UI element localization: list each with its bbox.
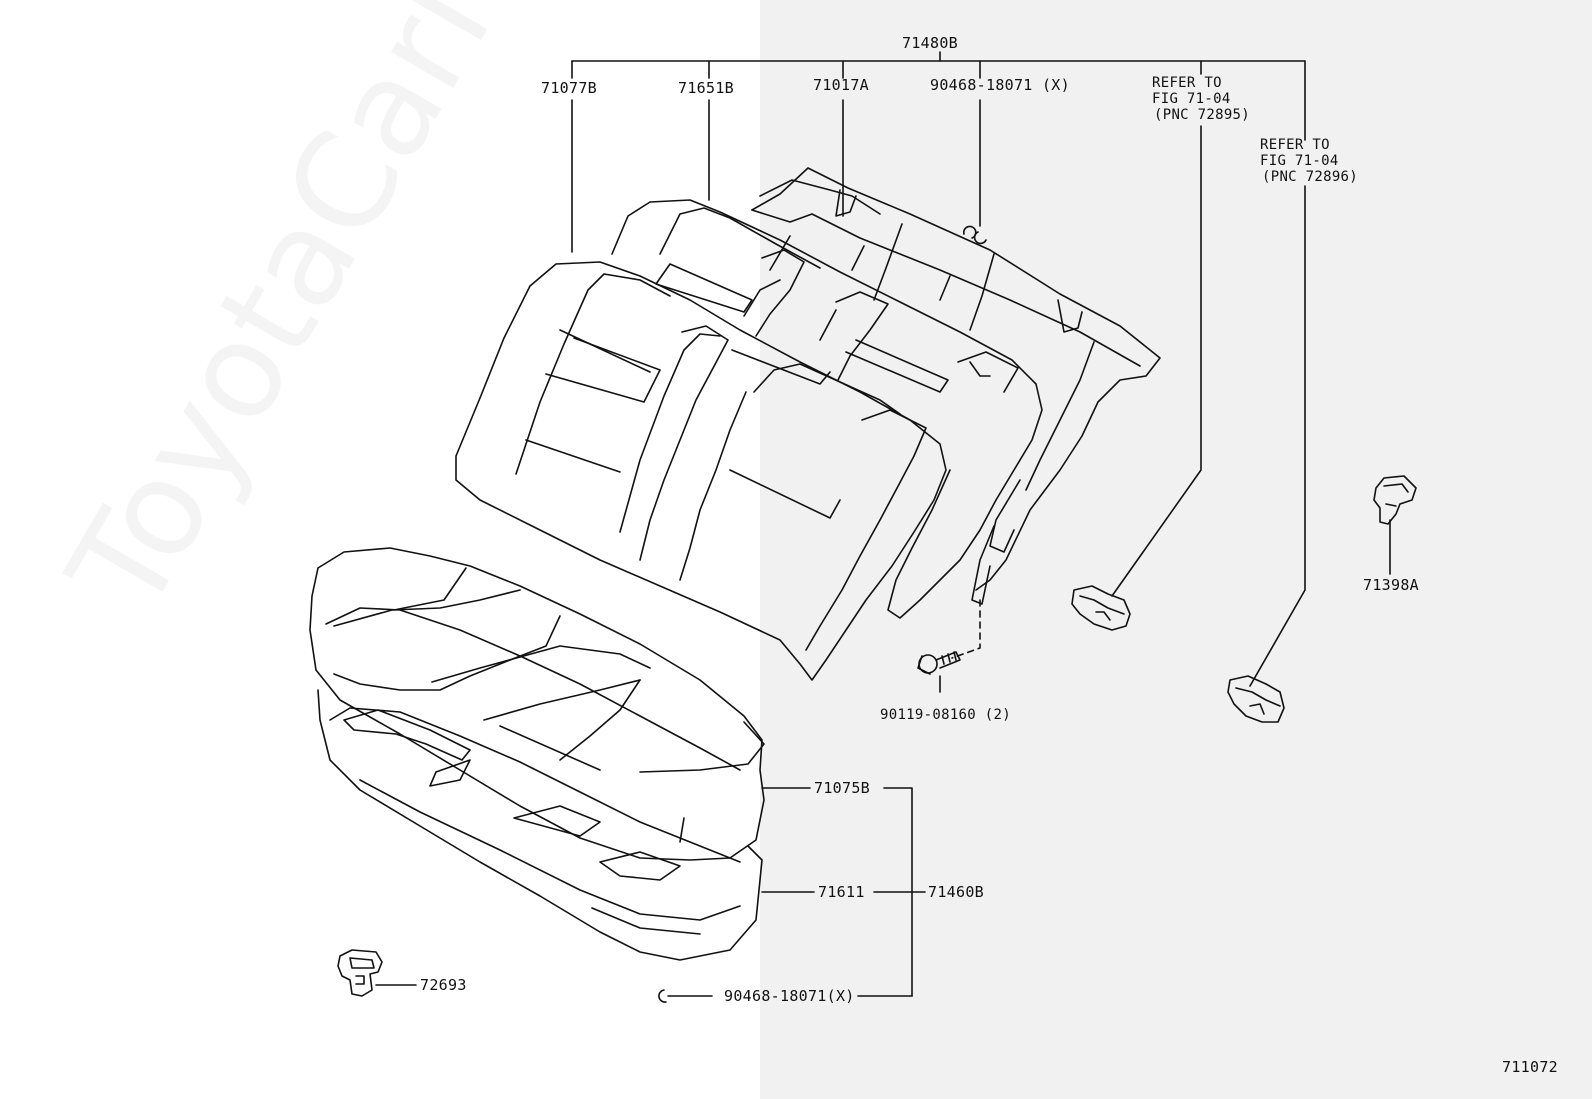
label-72693: 72693 — [420, 976, 467, 994]
label-71017a: 71017A — [813, 76, 869, 94]
label-bolt: 90119-08160 (2) — [880, 707, 1011, 723]
bolt-part — [917, 651, 961, 675]
label-71480b: 71480B — [902, 34, 958, 52]
seatback-cover — [455, 261, 947, 681]
label-refer-2-line1: REFER TO — [1260, 137, 1330, 153]
label-refer-2-line2: FIG 71-04 — [1260, 153, 1339, 169]
seatback-frame — [751, 167, 1161, 605]
right-panel — [760, 0, 1592, 1099]
clip-top-part — [973, 231, 987, 245]
label-clip-bottom: 90468-18071(X) — [724, 987, 855, 1005]
label-71398a: 71398A — [1363, 576, 1419, 594]
label-refer-1-line2: FIG 71-04 — [1152, 91, 1231, 107]
label-refer-1-line3: (PNC 72895) — [1154, 107, 1251, 123]
clip-bottom-part — [658, 989, 667, 1003]
label-71075b: 71075B — [814, 779, 870, 797]
label-71077b: 71077B — [541, 79, 597, 97]
cushion-pad — [317, 689, 763, 961]
seatback-pad — [611, 199, 1043, 619]
figure-number: 711072 — [1502, 1058, 1558, 1076]
hinge-bracket-72895 — [1071, 585, 1131, 631]
clip-71398a-part — [1373, 475, 1417, 525]
label-71460b: 71460B — [928, 883, 984, 901]
label-71651b: 71651B — [678, 79, 734, 97]
leader-refer-1 — [1111, 60, 1202, 597]
clip-72693-part — [337, 949, 383, 997]
leader-bolt — [951, 599, 981, 659]
label-clip-top: 90468-18071 (X) — [930, 76, 1070, 94]
label-refer-2-line3: (PNC 72896) — [1262, 169, 1359, 185]
cushion-cover — [309, 547, 765, 861]
hinge-bracket-72896 — [1227, 675, 1285, 723]
leader-71075b — [761, 787, 913, 997]
leader-lines — [375, 51, 1391, 997]
label-71611: 71611 — [818, 883, 865, 901]
label-refer-1-line1: REFER TO — [1152, 75, 1222, 91]
leader-refer-2 — [1249, 60, 1306, 687]
